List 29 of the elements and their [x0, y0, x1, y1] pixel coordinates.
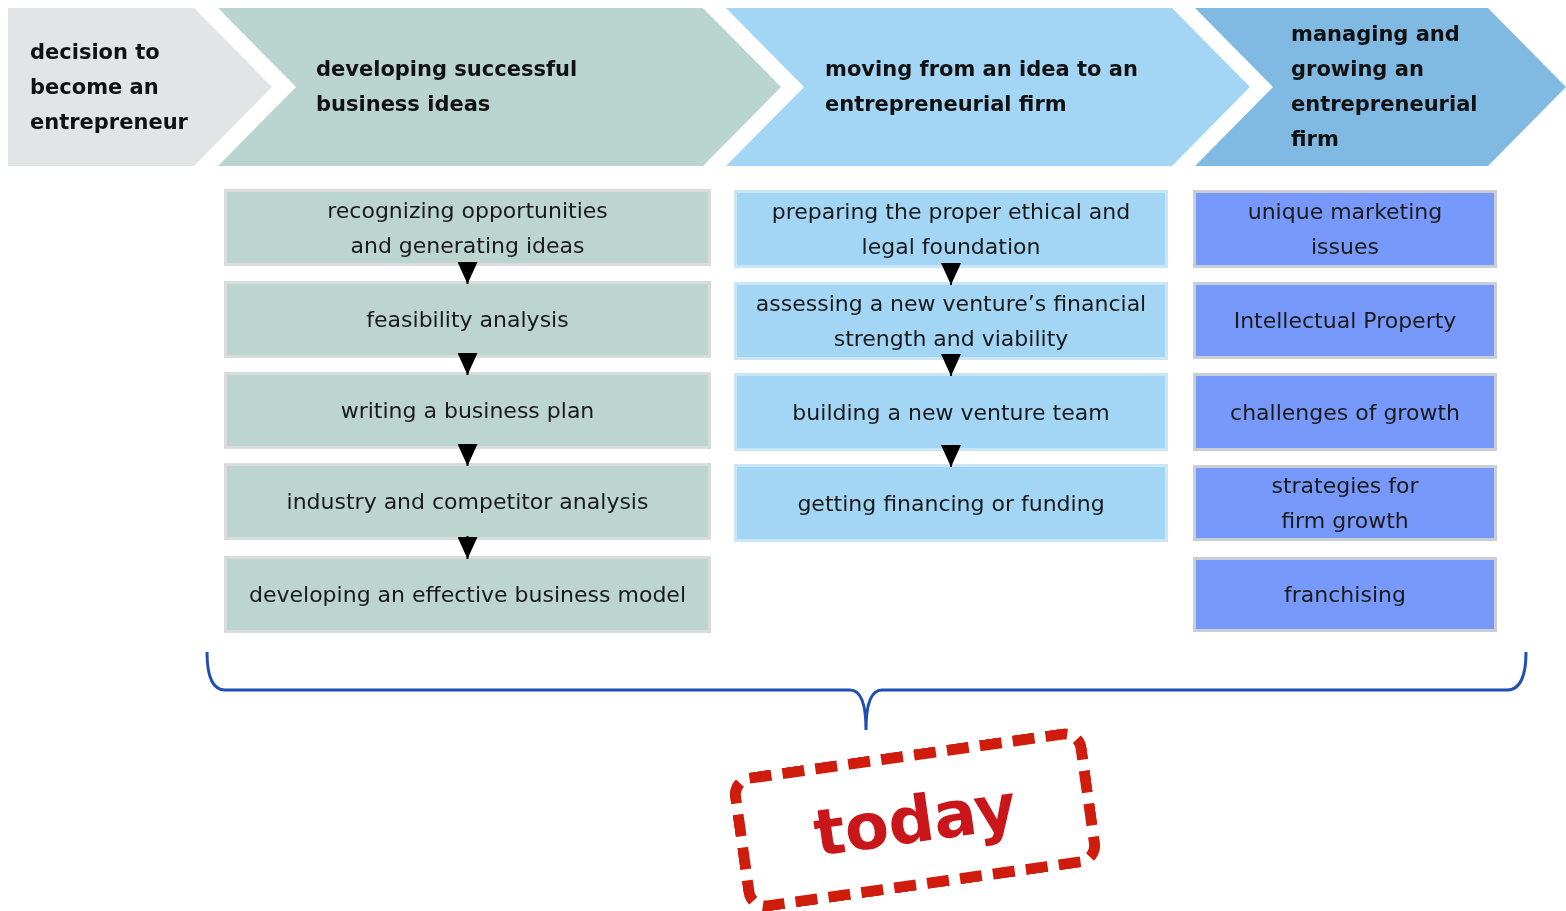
arrow — [941, 263, 961, 286]
stage-banner — [1195, 8, 1566, 166]
stage-banner — [218, 8, 781, 166]
stage-banner — [8, 8, 272, 166]
arrow — [457, 444, 478, 467]
stage-label: managing and growing an entrepreneurial firm — [1291, 21, 1479, 153]
stage-banner — [726, 8, 1250, 166]
stage-label: moving from an idea to an entrepreneurial firm — [825, 56, 1139, 118]
process-box: building a new venture team — [734, 373, 1168, 451]
process-box: preparing the proper ethical and legal foundation — [734, 190, 1168, 268]
stage-label: developing successful business ideas — [316, 56, 579, 118]
arrow — [457, 353, 478, 376]
arrow — [457, 261, 478, 285]
arrow — [941, 354, 961, 377]
process-box: franchising — [1193, 557, 1497, 632]
arrow — [941, 445, 961, 468]
process-box: Intellectual Property — [1193, 282, 1497, 359]
process-box: recognizing opportunities and generating ideas — [224, 189, 711, 266]
arrow — [457, 535, 478, 560]
process-box: unique marketing issues — [1193, 190, 1497, 268]
process-box: feasibility analysis — [224, 281, 711, 358]
process-box: assessing a new venture’s financial strength and viability — [734, 282, 1168, 360]
process-box: developing an effective business model — [224, 556, 711, 633]
process-box: strategies for firm growth — [1193, 465, 1497, 541]
process-box: challenges of growth — [1193, 373, 1497, 451]
process-box: writing a business plan — [224, 372, 711, 449]
process-box: industry and competitor analysis — [224, 463, 711, 540]
stage-label: decision to become an entrepreneur — [30, 38, 189, 136]
process-box: getting financing or funding — [734, 464, 1168, 542]
